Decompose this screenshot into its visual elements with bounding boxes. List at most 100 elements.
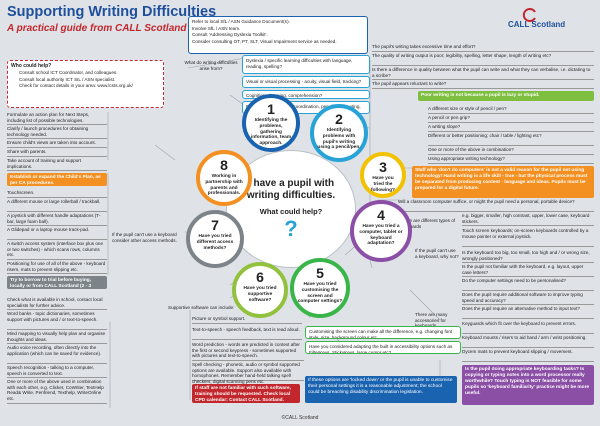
statement: The quality of writing output is poor; l…: [372, 53, 594, 66]
statement: Is the pupil not familiar with the keybo…: [462, 264, 594, 277]
call-logo-icon: [522, 8, 536, 22]
statement: Positioning for use of all of the above …: [7, 261, 107, 274]
circle-text: Working in partnership with parents and …: [205, 174, 243, 197]
circle-3: 3 Have you tried the following?: [360, 152, 406, 198]
statement: Formulate an action plan for Next Steps,…: [7, 112, 107, 125]
list-item: Customising the screen can make all the …: [309, 329, 453, 339]
statement: Dycem mats to prevent keyboard slipping …: [462, 349, 594, 362]
statement: Check what is available in school, conta…: [7, 297, 107, 310]
statement: Text-to-speech - speech feedback, text i…: [192, 327, 302, 340]
statement: A different size or style of pencil / pe…: [428, 106, 594, 114]
statement: Will a classroom computer suffice, or mi…: [398, 199, 594, 212]
statement: Is the keyboard too big, too small, too …: [462, 250, 594, 263]
statement: Speech recognition - talking to a comput…: [7, 365, 107, 378]
circle-8: 8 Working in partnership with parents an…: [196, 150, 252, 206]
circle-number: 5: [316, 265, 324, 281]
list-item: Involve SfL / ASN team.: [192, 25, 241, 31]
statement: Share with parents.: [7, 149, 107, 157]
statement: Touch screen keyboards; on-screen keyboa…: [462, 228, 594, 247]
statement: A Glidepad or a laptop mouse track-pad.: [7, 227, 107, 240]
who-could-help-box: Who could help? Consult school ICT Coord…: [7, 60, 164, 108]
statement: The pupil appears reluctant to write?: [372, 81, 594, 89]
statement: One or more of the above used in combina…: [7, 379, 107, 404]
connector: [154, 144, 176, 161]
circle-2: 2 Identifying problems with pupil's writ…: [310, 104, 368, 162]
statement: A joystick with different handle adaptat…: [7, 213, 107, 226]
list-item: Consider consulting OT, PT, SLT, Visual …: [192, 38, 337, 44]
circle-number: 8: [220, 157, 228, 173]
page-title: Supporting Writing Difficulties: [7, 4, 217, 20]
list-item: Visual or visual processing - acuity, vi…: [246, 79, 362, 84]
trial-warning: Try to borrow to trial before buying, lo…: [7, 276, 107, 289]
footer-copyright: ©CALL Scotland: [281, 415, 319, 421]
statement: A different mouse or large rollerball / …: [7, 199, 107, 212]
staff-warning: Staff who 'don't do computers' is not a …: [412, 166, 594, 198]
circle-text: Identifying problems with pupil's writin…: [317, 128, 361, 151]
list-item: Dyslexia / specific learning difficultie…: [246, 58, 353, 69]
list-item: Consult school ICT Coordinator, and coll…: [19, 70, 118, 76]
customising-box: Have you considered adapting the built i…: [305, 341, 461, 354]
statement: Different or better positioning; chair /…: [428, 133, 594, 146]
software-label: Supportive software can include:: [168, 305, 235, 310]
question-mark-icon: ?: [284, 216, 298, 241]
statement: Take account of training and support imp…: [7, 158, 107, 171]
list-item: Cognition - learning, comprehension?: [246, 93, 323, 98]
circle-5: 5 Have you tried customising the screen …: [290, 258, 350, 318]
circle-6: 6 Have you tried supportive software?: [232, 262, 288, 318]
cannot-keyboard-label: If the pupil can't use a keyboard consid…: [112, 232, 177, 243]
circle-text: Have you tried different access methods?: [196, 234, 234, 251]
difficulty-box: Cognition - learning, comprehension?: [242, 90, 370, 99]
list-item: Consult 'Addressing Dyslexia Toolkit'.: [192, 32, 268, 38]
circle-text: Identifying the problems, gathering info…: [250, 118, 292, 146]
cannot-use-label: If the pupil can't use a keyboard, why n…: [415, 248, 459, 259]
locked-down-warning: If these options are 'locked down' or th…: [305, 376, 457, 403]
connector: [409, 289, 441, 321]
central-question: What could help?: [259, 207, 323, 216]
statement: Mind mapping to visually help plan and o…: [7, 331, 107, 344]
statement: Touchscreen.: [7, 190, 107, 198]
circle-text: Have you tried the following?: [371, 176, 395, 193]
circle-number: 3: [379, 159, 387, 175]
statement: Ensure child's views are taken into acco…: [7, 140, 107, 148]
statement: A pencil or pen grip?: [428, 115, 594, 123]
circle-text: Have you tried customising the screen an…: [297, 282, 343, 305]
keyboarding-warning: Is the pupil doing appropriate keyboardi…: [462, 365, 594, 405]
statement: e.g. bigger, smaller, high contrast, upp…: [462, 213, 594, 226]
statement: Keyboard mounts / risers to aid hand / a…: [462, 335, 594, 348]
childs-plan-warning: Establish or expand the Child's Plan, as…: [7, 173, 107, 186]
statement: The pupil's writing takes excessive time…: [372, 44, 594, 52]
difficulties-label: What do writing difficulties arise from?: [184, 60, 238, 71]
refer-box: Refer to local SfL / ASN Guidance Docume…: [188, 16, 368, 54]
customising-box: Customising the screen can make all the …: [305, 326, 461, 339]
circle-text: Have you tried a computer, tablet or key…: [359, 224, 403, 247]
page-subtitle: A practical guide from CALL Scotland: [7, 23, 187, 34]
statement: Using appropriate writing technology?: [428, 156, 594, 164]
list-item: Refer to local SfL / ASN Guidance Docume…: [192, 19, 290, 24]
statement: Does the pupil require an alternative me…: [462, 306, 594, 319]
statement: Word prediction - words are predicted in…: [192, 342, 304, 361]
statement: Do the computer settings need to be pers…: [462, 278, 594, 291]
circle-1: 1 Identifying the problems, gathering in…: [242, 94, 300, 152]
software-warning: If staff are not familiar with such soft…: [192, 384, 300, 403]
central-text: I have a pupil with writing difficulties…: [246, 178, 336, 201]
circle-number: 2: [335, 111, 343, 127]
difficulty-box: Dyslexia / specific learning difficultie…: [242, 55, 370, 74]
statement: Word banks - topic dictionaries, sometim…: [7, 311, 107, 330]
statement: Spell checking - phonetic, audio or symb…: [192, 362, 304, 384]
connector: [187, 57, 246, 69]
list-item: Check for contact details in your area: …: [19, 83, 133, 89]
who-heading: Who could help?: [11, 63, 52, 69]
statement: Audio voice recording, often directly in…: [7, 345, 107, 364]
circle-number: 6: [256, 269, 264, 285]
lazy-warning: Poor writing is not because a pupil is l…: [418, 91, 594, 101]
statement: Is there a difference in quality between…: [372, 67, 594, 80]
statement: One or more of the above in combination?: [428, 147, 594, 155]
statement: Does the pupil require additional softwa…: [462, 292, 594, 305]
circle-4: 4 Have you tried a computer, tablet or k…: [350, 200, 412, 262]
statement: A switch access system (interface box pl…: [7, 241, 107, 260]
statement: Picture or symbol support.: [192, 316, 302, 324]
list-item: Have you considered adapting the built i…: [309, 344, 453, 354]
statement: Clarify / launch procedures for obtainin…: [7, 126, 107, 139]
circle-number: 4: [377, 207, 385, 223]
